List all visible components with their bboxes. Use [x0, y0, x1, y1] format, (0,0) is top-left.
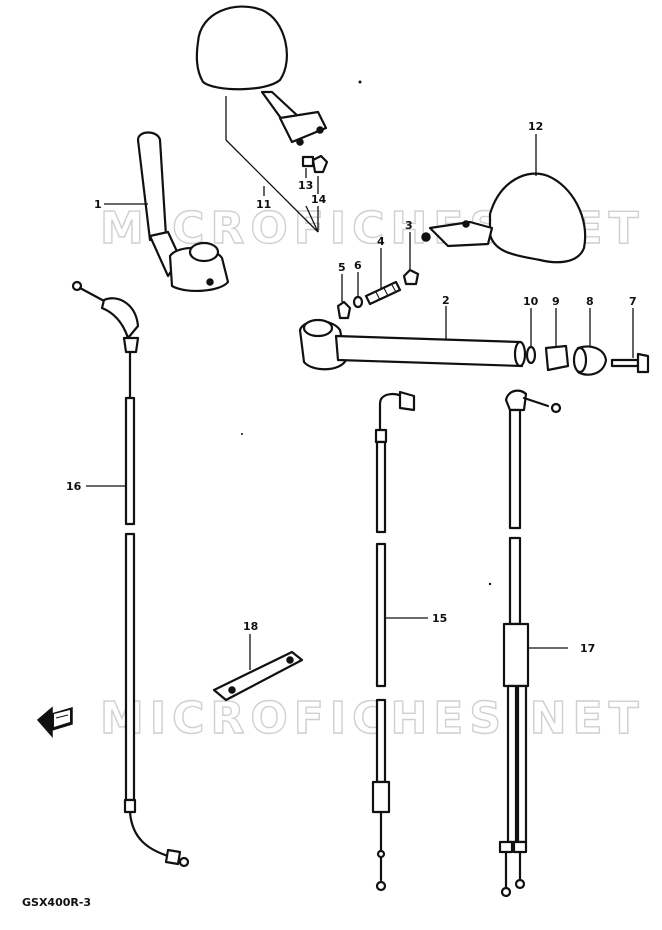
mirror-nut-14 — [311, 154, 329, 174]
callout-11: 11 — [256, 198, 271, 211]
callout-12: 12 — [528, 120, 543, 133]
callout-2: 2 — [442, 294, 450, 307]
watermark-bottom: MICROFICHES.NET — [100, 693, 645, 744]
callout-18: 18 — [243, 620, 258, 633]
nut-3 — [402, 268, 420, 286]
leader-lines — [86, 96, 634, 670]
model-code: GSX400R-3 — [22, 896, 91, 909]
left-handlebar — [136, 131, 230, 292]
speck — [488, 582, 492, 586]
throttle-cable-17 — [498, 389, 562, 898]
right-handlebar — [298, 318, 527, 371]
callout-1: 1 — [94, 198, 102, 211]
washer-10 — [525, 345, 537, 365]
callout-10: 10 — [523, 295, 539, 308]
callout-14: 14 — [311, 193, 327, 206]
left-mirror — [195, 5, 328, 146]
bar-end-8 — [572, 345, 608, 376]
speck — [358, 80, 362, 84]
callout-5: 5 — [338, 261, 346, 274]
spacer-9 — [544, 344, 570, 372]
mirror-nut-13 — [301, 155, 315, 168]
throttle-cable-15 — [371, 390, 416, 892]
callout-13: 13 — [298, 179, 313, 192]
front-arrow-icon — [36, 706, 73, 738]
speck — [241, 433, 243, 435]
clutch-cable-16 — [71, 280, 190, 868]
washer-6 — [352, 295, 364, 309]
callout-15: 15 — [432, 612, 447, 625]
screw-7 — [610, 352, 650, 374]
bolt-4 — [364, 280, 402, 306]
callout-9: 9 — [552, 295, 560, 308]
callout-4: 4 — [377, 235, 385, 248]
bracket-18 — [212, 650, 304, 702]
callout-17: 17 — [580, 642, 595, 655]
callout-6: 6 — [354, 259, 362, 272]
callout-3: 3 — [405, 219, 413, 232]
nut-5 — [336, 300, 352, 320]
callout-7: 7 — [629, 295, 637, 308]
right-mirror — [421, 172, 587, 264]
callout-labels: 1 2 3 4 5 6 7 8 9 10 11 12 13 14 15 16 1… — [66, 120, 637, 655]
callout-16: 16 — [66, 480, 82, 493]
callout-8: 8 — [586, 295, 594, 308]
